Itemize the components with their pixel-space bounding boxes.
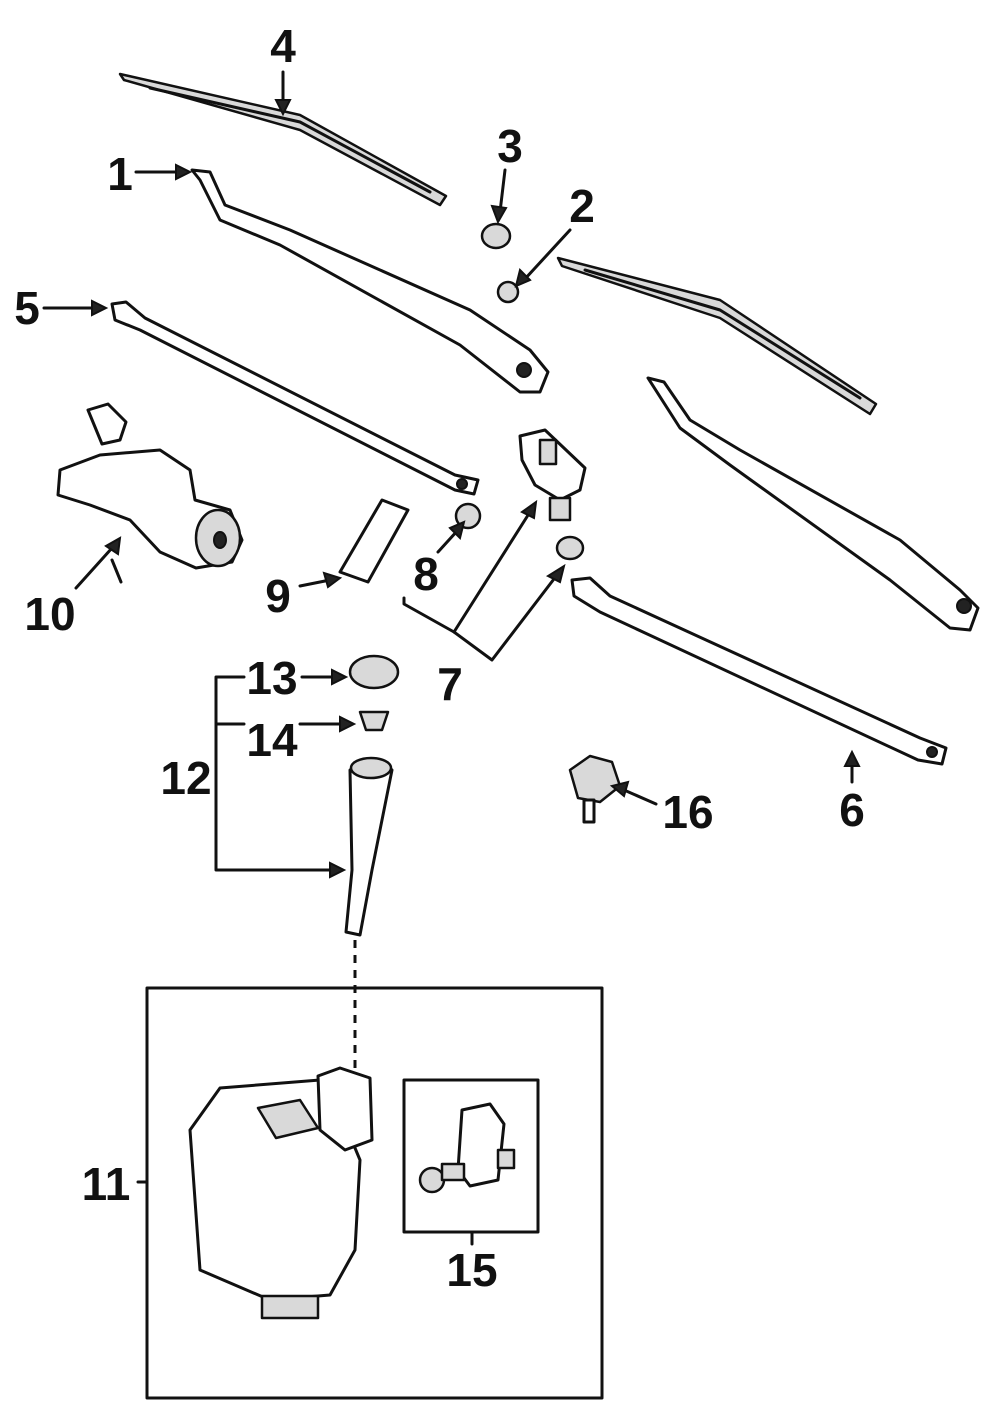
pivot-nut: [496, 280, 520, 304]
washer-reservoir: [188, 1066, 374, 1320]
reservoir-group-frame: [145, 986, 604, 1400]
callout-7: 7: [437, 658, 463, 710]
callout-16: 16: [662, 786, 713, 838]
filler-cap: [348, 654, 400, 690]
wiper-pivot-linkage: [518, 428, 587, 561]
right-wiper-blade: [556, 256, 878, 416]
leader-lines: [42, 70, 861, 1246]
pivot-bushing: [555, 535, 585, 561]
washer-nozzle: [568, 754, 622, 824]
callout-2: 2: [569, 180, 595, 232]
right-link-rod: [570, 576, 948, 766]
wiper-rubber-strip: [338, 498, 410, 584]
callout-15: 15: [446, 1244, 497, 1296]
right-wiper-arm: [646, 376, 980, 632]
pivot-cap: [480, 222, 512, 250]
left-wiper-arm: [190, 168, 550, 394]
callout-6: 6: [839, 784, 865, 836]
callout-12: 12: [160, 752, 211, 804]
callout-3: 3: [497, 120, 523, 172]
callout-10: 10: [24, 588, 75, 640]
callout-11: 11: [82, 1158, 131, 1210]
filler-seal: [358, 710, 390, 732]
callout-13: 13: [246, 652, 297, 704]
callout-14: 14: [246, 714, 298, 766]
callout-4: 4: [270, 20, 296, 72]
callout-1: 1: [107, 148, 133, 200]
filler-neck: [344, 759, 394, 937]
callout-8: 8: [413, 548, 439, 600]
washer-pump: [418, 1102, 516, 1194]
callout-9: 9: [265, 570, 291, 622]
left-wiper-blade: [118, 72, 448, 207]
left-link-rod: [110, 300, 480, 496]
wiper-motor: [56, 402, 244, 570]
callout-5: 5: [14, 282, 40, 334]
